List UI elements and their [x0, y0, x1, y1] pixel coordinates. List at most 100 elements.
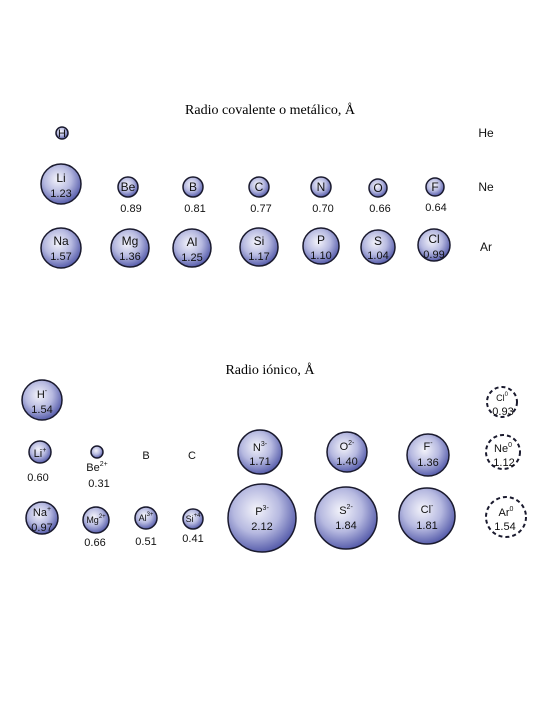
covalent-radius-title: Radio covalente o metálico, Å: [185, 103, 355, 118]
covalent-cl-value: 0.99: [423, 249, 444, 261]
ionic-liplus-value: 0.60: [27, 472, 48, 484]
ionic-be2plus-value: 0.31: [88, 478, 109, 490]
covalent-s-symbol: S: [374, 234, 382, 248]
ionic-radius-title: Radio iónico, Å: [225, 363, 315, 378]
covalent-be-sphere: [117, 176, 139, 198]
ionic-ne0-charge: 0: [508, 442, 512, 449]
covalent-o-value: 0.66: [369, 203, 390, 215]
covalent-b-value: 0.81: [184, 203, 205, 215]
ionic-be2plus-symbol: Be2+: [86, 461, 107, 474]
covalent-si-sphere: [239, 227, 279, 267]
ionic-clminus-symbol: Cl-: [421, 503, 434, 516]
covalent-f-value: 0.64: [425, 202, 446, 214]
ionic-ar0-symbol: Ar0: [499, 506, 514, 519]
ionic-al3plus-sphere: [134, 506, 158, 530]
covalent-cl-symbol: Cl: [428, 232, 439, 246]
ionic-mg2plus-symbol: Mg2+: [86, 514, 106, 525]
ionic-p3minus-symbol: P3-: [255, 505, 269, 518]
ionic-n3minus-value: 1.71: [249, 456, 270, 468]
ionic-s2minus-symbol: S2-: [339, 504, 353, 517]
covalent-mg-sphere: [110, 228, 150, 268]
ionic-si4plus-symbol: Si+4: [186, 513, 202, 524]
ionic-s2minus-charge: 2-: [347, 504, 354, 511]
covalent-na-sphere: [40, 227, 82, 269]
covalent-li-sphere: [40, 163, 82, 205]
covalent-p-sphere: [302, 227, 340, 265]
ionic-ne0-sphere: [485, 434, 521, 470]
ionic-n3minus-sphere: [237, 429, 283, 475]
ionic-naplus-sphere: [25, 501, 59, 535]
ionic-ne0-value: 1.12: [493, 457, 514, 469]
covalent-c-value: 0.77: [250, 203, 271, 215]
ionic-al3plus-value: 0.51: [135, 536, 156, 548]
ionic-mg2plus-sphere: [82, 506, 110, 534]
ionic-naplus-symbol: Na+: [33, 506, 51, 519]
ionic-o2minus-value: 1.40: [336, 456, 357, 468]
covalent-p-value: 1.10: [310, 250, 331, 262]
ionic-p3minus-value: 2.12: [251, 521, 272, 533]
covalent-p-symbol: P: [317, 233, 325, 247]
covalent-b-sphere: [182, 176, 204, 198]
ionic-s2minus-value: 1.84: [335, 520, 356, 532]
covalent-mg-value: 1.36: [119, 251, 140, 263]
ionic-cl0-sphere: [486, 386, 518, 418]
ionic-ar0-sphere: [485, 496, 527, 538]
ionic-p3minus-charge: 3-: [263, 505, 270, 512]
covalent-be-value: 0.89: [120, 203, 141, 215]
ionic-fminus-symbol: F-: [423, 440, 433, 453]
covalent-h-sphere: [55, 126, 69, 140]
ionic-o2minus-sphere: [326, 431, 368, 473]
ionic-hminus-value: 1.54: [31, 404, 52, 416]
covalent-cl-sphere: [417, 228, 451, 262]
ionic-ne0-symbol: Ne0: [494, 442, 512, 455]
covalent-o-sphere: [368, 178, 388, 198]
ionic-al3plus-charge: 3+: [147, 512, 154, 518]
covalent-n-sphere: [310, 176, 332, 198]
ionic-b-symbol: B: [142, 450, 149, 462]
covalent-n-value: 0.70: [312, 203, 333, 215]
ionic-c-symbol: C: [188, 450, 196, 462]
covalent-mg-symbol: Mg: [122, 234, 139, 248]
covalent-li-symbol: Li: [56, 171, 65, 185]
ionic-fminus-charge: -: [430, 440, 433, 447]
covalent-si-symbol: Si: [254, 234, 265, 248]
ionic-p3minus-sphere: [227, 483, 297, 553]
ionic-s2minus-sphere: [314, 486, 378, 550]
covalent-he-symbol: He: [478, 126, 494, 140]
ionic-n3minus-symbol: N3-: [253, 441, 268, 454]
covalent-na-value: 1.57: [50, 251, 71, 263]
ionic-ar0-value: 1.54: [494, 521, 515, 533]
ionic-clminus-value: 1.81: [416, 520, 437, 532]
ionic-liplus-sphere: [28, 440, 52, 464]
ionic-ar0-charge: 0: [510, 506, 514, 513]
ionic-si4plus-charge: +4: [194, 513, 202, 519]
covalent-si-value: 1.17: [248, 251, 269, 263]
ionic-mg2plus-value: 0.66: [84, 537, 105, 549]
ionic-o2minus-charge: 2-: [348, 440, 355, 447]
ionic-hminus-symbol: H-: [37, 388, 48, 401]
covalent-ne-symbol: Ne: [478, 180, 494, 194]
covalent-c-sphere: [248, 176, 270, 198]
covalent-ar-symbol: Ar: [480, 240, 492, 254]
ionic-cl0-symbol: Cl0: [496, 392, 509, 403]
covalent-n-symbol: N: [317, 180, 326, 194]
ionic-n3minus-charge: 3-: [261, 441, 268, 448]
covalent-li-value: 1.23: [50, 188, 71, 200]
covalent-b-symbol: B: [189, 180, 197, 194]
covalent-al-symbol: Al: [187, 235, 198, 249]
covalent-al-value: 1.25: [181, 252, 202, 264]
covalent-na-symbol: Na: [53, 234, 69, 248]
ionic-hminus-charge: -: [45, 388, 48, 395]
ionic-be2plus-charge: 2+: [100, 461, 108, 468]
ionic-naplus-value: 0.97: [31, 522, 52, 534]
ionic-si4plus-value: 0.41: [182, 533, 203, 545]
ionic-fminus-value: 1.36: [417, 457, 438, 469]
covalent-be-symbol: Be: [121, 180, 136, 194]
ionic-clminus-sphere: [398, 487, 456, 545]
ionic-al3plus-symbol: Al3+: [139, 512, 154, 523]
ionic-o2minus-symbol: O2-: [340, 440, 355, 453]
ionic-hminus-sphere: [21, 379, 63, 421]
ionic-clminus-charge: -: [431, 503, 434, 510]
covalent-f-sphere: [425, 177, 445, 197]
